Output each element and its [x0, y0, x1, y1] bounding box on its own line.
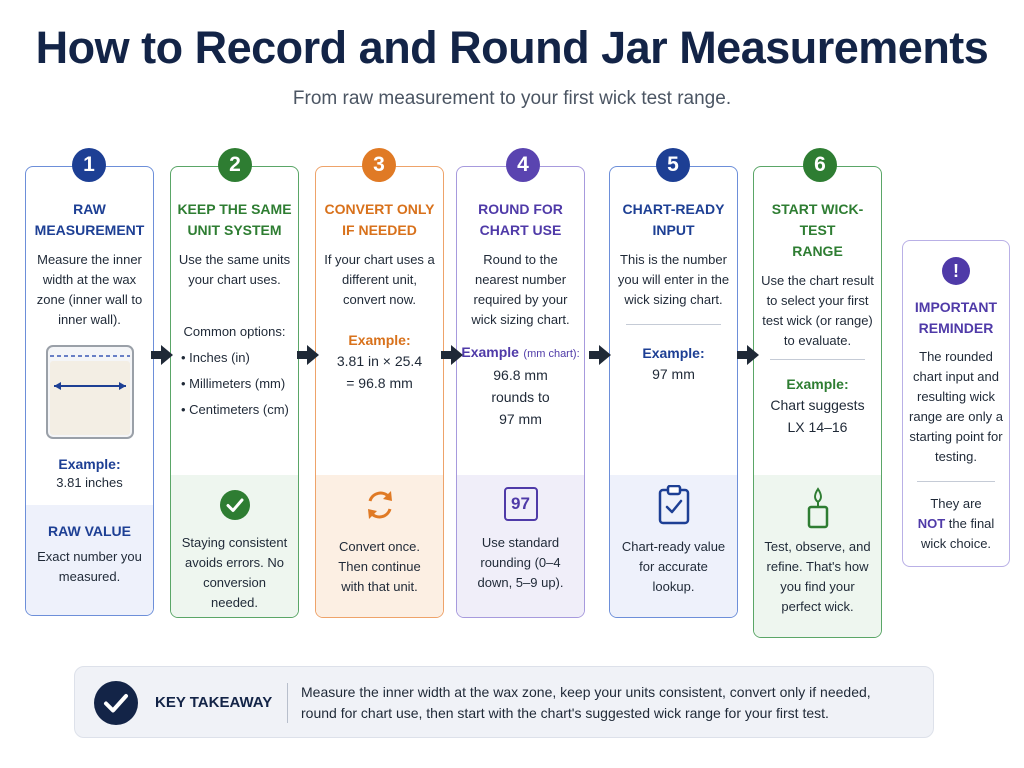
step-3-example-line2: = 96.8 mm — [346, 375, 413, 391]
step-6-example-line2: LX 14–16 — [787, 419, 848, 435]
arrow-right-icon — [441, 345, 463, 365]
step-6-example-line1: Chart suggests — [770, 397, 865, 413]
unit-option: • Millimeters (mm) — [181, 376, 286, 391]
raw-value-title: RAW VALUE — [48, 523, 131, 539]
step-4-description: Round to the nearest number required by … — [471, 252, 570, 327]
step-5-card: CHART-READY INPUT This is the number you… — [609, 166, 738, 618]
step-5-description: This is the number you will enter in the… — [617, 252, 730, 307]
step-3-example-label: Example: — [348, 332, 411, 348]
step-4-number: 4 — [506, 148, 540, 182]
clipboard-check-icon — [658, 485, 689, 525]
takeaway-divider — [287, 683, 288, 723]
step-2-bottom-text: Staying consistent avoids errors. No con… — [181, 535, 288, 610]
step-2-card: KEEP THE SAME UNIT SYSTEM Use the same u… — [170, 166, 299, 618]
step-3-card: CONVERT ONLY IF NEEDED If your chart use… — [315, 166, 444, 618]
step-4-bottom: 97 Use standard rounding (0–4 down, 5–9 … — [457, 475, 584, 617]
step-4-example-line2: rounds to — [491, 389, 550, 405]
step-6-example-label: Example: — [786, 376, 849, 392]
refresh-cycle-icon — [367, 491, 392, 519]
page-subtitle: From raw measurement to your first wick … — [292, 88, 732, 109]
step-6-bottom: Test, observe, and refine. That's how yo… — [754, 475, 881, 637]
reminder-text: The rounded chart input and resulting wi… — [909, 349, 1003, 464]
raw-value-text: Exact number you measured. — [37, 549, 142, 584]
reminder-heading: IMPORTANT REMINDER — [914, 299, 998, 336]
step-2-bottom: Staying consistent avoids errors. No con… — [171, 475, 298, 617]
takeaway-text: Measure the inner width at the wax zone,… — [301, 684, 871, 721]
divider — [626, 324, 721, 325]
arrow-right-icon — [589, 345, 611, 365]
step-5-example-label: Example: — [642, 345, 705, 361]
step-4-example-line1: 96.8 mm — [493, 367, 548, 383]
key-takeaway-banner: KEY TAKEAWAY Measure the inner width at … — [74, 666, 934, 738]
step-1-bottom: RAW VALUE Exact number you measured. — [26, 505, 153, 615]
step-2-heading: KEEP THE SAME UNIT SYSTEM — [177, 201, 292, 238]
step-1-example-label: Example: — [58, 456, 121, 472]
step-5-number: 5 — [656, 148, 690, 182]
step-1-card: RAW MEASUREMENT Measure the inner width … — [25, 166, 154, 616]
step-6-number: 6 — [803, 148, 837, 182]
step-3-bottom: Convert once. Then continue with that un… — [316, 475, 443, 617]
arrow-right-icon — [151, 345, 173, 365]
step-5-example-value: 97 mm — [652, 366, 695, 382]
step-1-description: Measure the inner width at the wax zone … — [36, 252, 143, 327]
unit-option: • Inches (in) — [181, 350, 250, 365]
divider — [770, 359, 865, 360]
step-3-example-line1: 3.81 in × 25.4 — [336, 353, 423, 369]
step-3-number: 3 — [362, 148, 396, 182]
step-1-heading: RAW MEASUREMENT — [34, 201, 145, 238]
step-4-heading: ROUND FOR CHART USE — [478, 201, 563, 238]
exclamation-icon: ! — [942, 257, 970, 285]
step-6-heading: START WICK-TEST RANGE — [771, 201, 864, 259]
arrow-right-icon — [737, 345, 759, 365]
step-1-example-value: 3.81 inches — [56, 475, 123, 490]
reminder-note: They are NOT the final wick choice. — [917, 496, 995, 551]
step-6-card: START WICK-TEST RANGE Use the chart resu… — [753, 166, 882, 638]
step-5-heading: CHART-READY INPUT — [622, 201, 725, 238]
unit-option: • Centimeters (cm) — [181, 402, 289, 417]
jar-illustration — [45, 345, 134, 439]
step-3-description: If your chart uses a different unit, con… — [324, 252, 435, 307]
step-5-bottom-text: Chart-ready value for accurate lookup. — [621, 539, 726, 594]
divider — [917, 481, 995, 482]
step-4-bottom-text: Use standard rounding (0–4 down, 5–9 up)… — [477, 535, 564, 590]
number-badge-icon: 97 — [503, 487, 538, 521]
important-reminder-card: ! IMPORTANT REMINDER The rounded chart i… — [902, 240, 1010, 567]
step-3-heading: CONVERT ONLY IF NEEDED — [324, 201, 435, 238]
step-4-example-label: Example (mm chart): — [461, 344, 580, 360]
checkmark-circle-icon — [219, 490, 250, 520]
unit-options-list: • Inches (in) • Millimeters (mm) • Centi… — [171, 345, 298, 423]
step-2-description: Use the same units your chart uses. — [178, 252, 291, 287]
check-circle-icon — [94, 681, 138, 725]
step-6-description: Use the chart result to select your firs… — [761, 273, 874, 348]
options-label: Common options: — [183, 324, 286, 339]
candle-icon — [807, 487, 828, 529]
step-2-number: 2 — [218, 148, 252, 182]
step-3-bottom-text: Convert once. Then continue with that un… — [338, 539, 421, 594]
arrow-right-icon — [297, 345, 319, 365]
step-6-bottom-text: Test, observe, and refine. That's how yo… — [764, 539, 871, 614]
step-1-number: 1 — [72, 148, 106, 182]
step-4-example-line3: 97 mm — [499, 411, 542, 427]
takeaway-label: KEY TAKEAWAY — [155, 694, 273, 711]
step-5-bottom: Chart-ready value for accurate lookup. — [610, 475, 737, 617]
step-4-card: ROUND FOR CHART USE Round to the nearest… — [456, 166, 585, 618]
page-title: How to Record and Round Jar Measurements — [35, 22, 989, 73]
